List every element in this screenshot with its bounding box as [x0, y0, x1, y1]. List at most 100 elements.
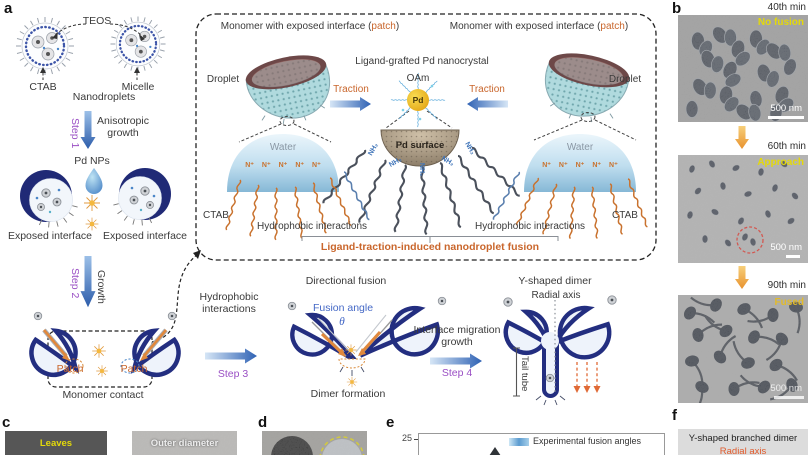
nanodroplets-label: Nanodroplets: [72, 91, 136, 103]
hydrophobic-line2: interactions: [202, 302, 256, 315]
scale-label: 500 nm: [770, 383, 802, 394]
scale-bar: [768, 115, 804, 119]
inset-leader-arrow: [151, 250, 201, 343]
tem-particles: [678, 15, 808, 122]
inset-title-right-patch: patch: [600, 21, 625, 32]
outer-diameter-label: Outer diameter: [150, 438, 219, 449]
inset-title-right-prefix: Monomer with exposed interface (: [449, 21, 601, 32]
exposed-interface-np-right: [113, 168, 171, 225]
panel-label-a: a: [4, 0, 13, 17]
e-ytick-mark: [414, 439, 418, 440]
inset-title-right: Monomer with exposed interface (patch): [441, 21, 637, 32]
time-label-60: 60th min: [767, 141, 806, 152]
droplet-right-label: Droplet: [608, 74, 642, 85]
directional-fusion-label: Directional fusion: [305, 275, 387, 287]
step2-label: Step 2: [69, 267, 81, 299]
monomer-pair: [26, 311, 183, 381]
monomer-contact-label: Monomer contact: [62, 389, 144, 401]
droplet-left-label: Droplet: [206, 74, 240, 85]
panel-label-d: d: [258, 414, 268, 431]
pd-droplet-icon: [85, 168, 103, 194]
traction-left-label: Traction: [333, 84, 369, 95]
traction-arrow-left: [330, 97, 371, 111]
tail-tube-label: Tail tube: [519, 356, 530, 392]
time-label-90: 90th min: [767, 280, 806, 291]
scale-bar: [774, 395, 804, 399]
patch-right-label: Patch: [120, 363, 148, 375]
pd-np-sparkle: [83, 194, 101, 212]
inset-title-left-suffix: ): [395, 21, 400, 32]
scale-label: 500 nm: [770, 103, 802, 114]
oam-ligands: [390, 72, 446, 128]
traction-arrow-right: [467, 97, 508, 111]
d-image: [262, 431, 367, 455]
nh2-label: NH₂: [418, 162, 426, 177]
pd-surface-hemisphere: [380, 129, 460, 167]
teos-arrows: [40, 23, 145, 80]
histogram-peak: [489, 447, 501, 455]
f-title: Y-shaped branched dimer: [688, 433, 798, 444]
step4-label: Step 4: [441, 367, 473, 379]
inset-caption: Ligand-traction-induced nanodroplet fusi…: [320, 241, 540, 253]
tem-image-40min: No fusion 500 nm: [678, 15, 808, 122]
panel-label-c: c: [2, 414, 11, 431]
inset-title-right-suffix: ): [624, 21, 629, 32]
traction-right-label: Traction: [469, 84, 505, 95]
tem-particles: [678, 155, 808, 263]
inset-title-left: Monomer with exposed interface (patch): [212, 21, 408, 32]
water-left-label: Water: [269, 142, 297, 153]
water-dome-left: [227, 134, 339, 192]
status-no-fusion: No fusion: [757, 17, 804, 28]
fusion-angle-chart: Experimental fusion angles: [418, 433, 665, 455]
tem-particles: [678, 295, 808, 403]
f-radial-axis-label: Radial axis: [719, 446, 767, 455]
y-shaped-dimer-label: Y-shaped dimer: [518, 275, 592, 287]
scale-bar: [786, 254, 800, 258]
radial-axis-label: Radial axis: [531, 290, 581, 301]
step3-arrow: [205, 348, 257, 364]
panel-label-b: b: [672, 0, 682, 17]
inset-title-left-prefix: Monomer with exposed interface (: [220, 21, 372, 32]
exposed-interface-right-label: Exposed interface: [102, 230, 188, 242]
ctab-inset-left-label: CTAB: [203, 210, 229, 221]
pd-np-sparkle: [85, 217, 99, 231]
f-panel-box: Y-shaped branched dimer Radial axis: [678, 429, 808, 455]
nplus-row-left: N⁺ N⁺ N⁺ N⁺ N⁺: [245, 162, 321, 169]
step2-arrow: [80, 256, 96, 308]
legend-label: Experimental fusion angles: [533, 436, 642, 446]
water-dome-right: [524, 134, 636, 192]
exposed-interface-np-left: [20, 170, 78, 227]
water-right-label: Water: [566, 142, 594, 153]
status-fused: Fused: [774, 297, 804, 308]
hydrophobic-inset-right-label: Hydrophobic interactions: [474, 221, 586, 232]
hydrophobic-inset-left-label: Hydrophobic interactions: [256, 221, 368, 232]
step1-label: Step 1: [69, 117, 81, 149]
c-image-outer-diameter: Outer diameter: [132, 431, 237, 455]
status-approach: Approach: [757, 157, 804, 168]
ctab-label: CTAB: [29, 81, 57, 93]
teos-label: TEOS: [82, 15, 112, 27]
theta-symbol: θ: [339, 316, 345, 328]
leaves-label: Leaves: [39, 438, 73, 449]
interface-migration-line2: growth: [441, 335, 473, 348]
d-image-content: [262, 431, 367, 455]
panel-label-e: e: [386, 414, 395, 431]
pd-nanocrystal: Pd: [407, 89, 429, 111]
patch-left-label: Patch: [56, 363, 84, 375]
interface-migration-line1: Interface migration: [413, 324, 501, 336]
legend-swatch: [509, 438, 529, 446]
dimer: [287, 296, 447, 388]
anisotropic-line2: growth: [107, 126, 139, 139]
time-label-40: 40th min: [767, 2, 806, 13]
caption-bracket: [301, 236, 559, 243]
fusion-angle-label: Fusion angle: [312, 302, 374, 314]
step3-label: Step 3: [217, 368, 249, 380]
inset-title-left-patch: patch: [371, 21, 396, 32]
e-ytick-25: 25: [401, 433, 412, 443]
growth-label: Growth: [95, 270, 107, 304]
tem-image-90min: Fused 500 nm: [678, 295, 808, 403]
